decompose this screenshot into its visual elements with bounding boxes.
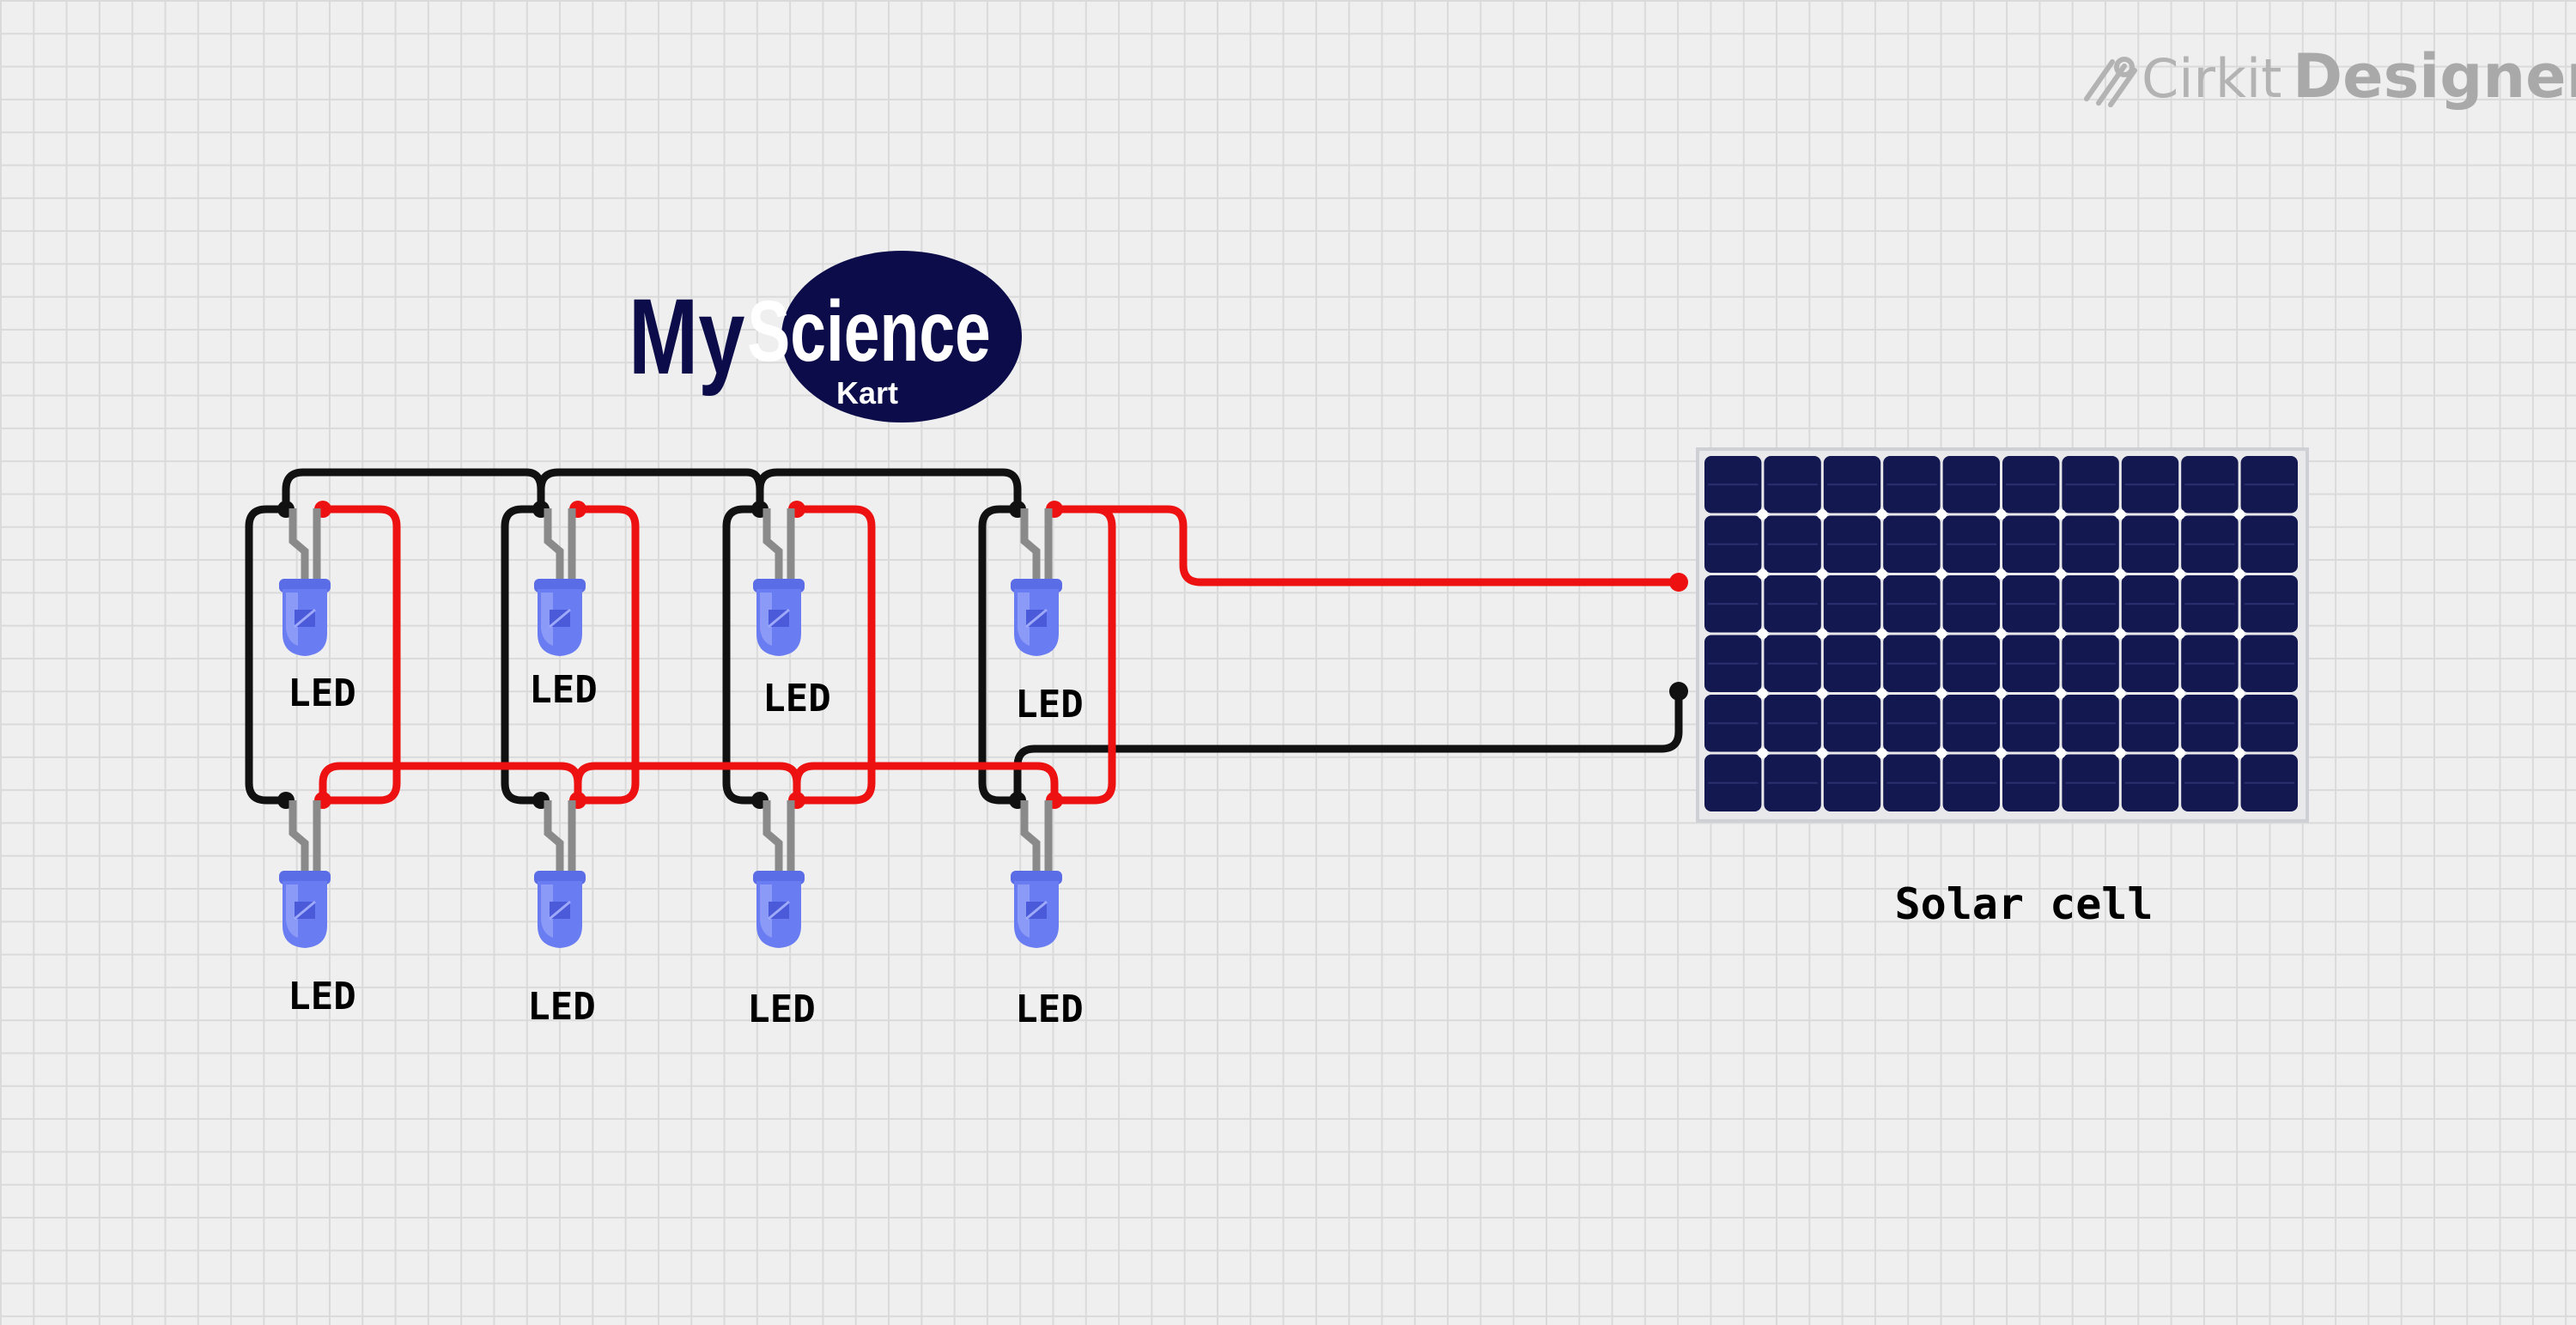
solar-cell-corner-dot <box>2055 629 2066 639</box>
solar-cell-corner-dot <box>2234 688 2245 699</box>
solar-cell-corner-dot <box>1936 629 1947 639</box>
led-component[interactable] <box>1011 508 1062 656</box>
solar-cell-corner-dot <box>2174 688 2185 699</box>
solar-cell-corner-dot <box>2055 688 2066 699</box>
solar-cell-corner-dot <box>2055 509 2066 520</box>
solar-cell-corner-dot <box>2234 748 2245 758</box>
led-label: LED <box>527 985 595 1029</box>
solar-cell-corner-dot <box>1817 629 1828 639</box>
led-label: LED <box>288 672 355 715</box>
positive-wire-loop <box>793 505 876 805</box>
led-label: LED <box>1015 683 1083 726</box>
myscience-kart-logo: My Science Kart <box>629 251 1022 422</box>
solar-cell-corner-dot <box>1936 748 1947 758</box>
negative-wire-top-bus <box>756 468 1022 514</box>
solar-cell-corner-dot <box>2055 568 2066 580</box>
solar-cell-corner-dot <box>2115 629 2126 639</box>
positive-wire-bottom-bus <box>793 762 1059 805</box>
solar-cell-corner-dot <box>2115 568 2126 580</box>
solar-cell-corner-dot <box>1817 748 1828 758</box>
solar-cell-corner-dot <box>1876 568 1887 580</box>
negative-wire-to-panel <box>1013 687 1683 805</box>
solar-panel-cells <box>1704 456 2298 811</box>
positive-wire-loop <box>1050 505 1116 805</box>
solar-cell-corner-dot <box>1876 748 1887 758</box>
solar-cell-corner-dot <box>1996 568 2007 580</box>
led-component[interactable] <box>534 508 586 656</box>
solar-cell-corner-dot <box>1996 629 2007 639</box>
solar-cell-corner-dot <box>1876 688 1887 699</box>
solar-cell-corner-dot <box>2174 509 2185 520</box>
solar-cell-corner-dot <box>2234 509 2245 520</box>
led-component[interactable] <box>1011 800 1062 948</box>
led-component[interactable] <box>534 800 586 948</box>
negative-wire-loop <box>245 505 290 805</box>
solar-cell-corner-dot <box>1757 629 1768 639</box>
solar-cell-corner-dot <box>2234 629 2245 639</box>
positive-wire-loop <box>574 505 640 805</box>
solar-cell-corner-dot <box>2174 568 2185 580</box>
brand-name-cirkit: Cirkit <box>2142 47 2281 110</box>
solar-cell-corner-dot <box>2174 748 2185 758</box>
solar-cell-corner-dot <box>2115 748 2126 758</box>
logo-word-my: My <box>629 277 744 396</box>
solar-cell-corner-dot <box>1936 568 1947 580</box>
negative-wire-loop <box>978 505 1022 805</box>
solar-cell-corner-dot <box>1996 509 2007 520</box>
solar-cell-corner-dot <box>1757 748 1768 758</box>
negative-wire-loop <box>722 505 764 805</box>
solar-cell-corner-dot <box>1936 509 1947 520</box>
solar-cell-corner-dot <box>1817 688 1828 699</box>
solar-cell-corner-dot <box>2115 509 2126 520</box>
solar-panel[interactable] <box>1696 447 2309 823</box>
led-label: LED <box>747 988 815 1031</box>
led-label: LED <box>762 677 830 720</box>
solar-cell-label: Solar cell <box>1894 879 2153 929</box>
solar-cell-corner-dot <box>1757 688 1768 699</box>
logo-word-science: Science <box>747 283 990 379</box>
solar-cell-corner-dot <box>2234 568 2245 580</box>
logo-word-kart: Kart <box>836 375 898 410</box>
solar-cell-corner-dot <box>1757 509 1768 520</box>
solar-cell-corner-dot <box>2174 629 2185 639</box>
cirkit-logo-icon <box>2084 57 2137 107</box>
wire-network <box>245 468 1683 805</box>
solar-cell-corner-dot <box>1996 688 2007 699</box>
negative-wire-loop <box>501 505 545 805</box>
led-label: LED <box>288 975 355 1018</box>
led-component[interactable] <box>279 800 331 948</box>
led-label: LED <box>1015 988 1083 1031</box>
led-label: LED <box>529 668 597 712</box>
brand-name-designer: Designer <box>2293 41 2576 112</box>
solar-cell-corner-dot <box>2055 748 2066 758</box>
positive-wire-to-panel <box>1050 505 1683 587</box>
led-component[interactable] <box>753 508 805 656</box>
led-component[interactable] <box>753 800 805 948</box>
solar-cell-corner-dot <box>1876 629 1887 639</box>
solar-cell-corner-dot <box>1817 568 1828 580</box>
solar-cell-corner-dot <box>1936 688 1947 699</box>
solar-cell-corner-dot <box>1757 568 1768 580</box>
solar-cell-corner-dot <box>1876 509 1887 520</box>
solar-cell-corner-dot <box>1817 509 1828 520</box>
solar-cell-corner-dot <box>2115 688 2126 699</box>
cirkit-designer-watermark: Cirkit Designer <box>2084 41 2576 112</box>
positive-wire-loop <box>319 505 401 805</box>
solar-cell-corner-dot <box>1996 748 2007 758</box>
led-component[interactable] <box>279 508 331 656</box>
